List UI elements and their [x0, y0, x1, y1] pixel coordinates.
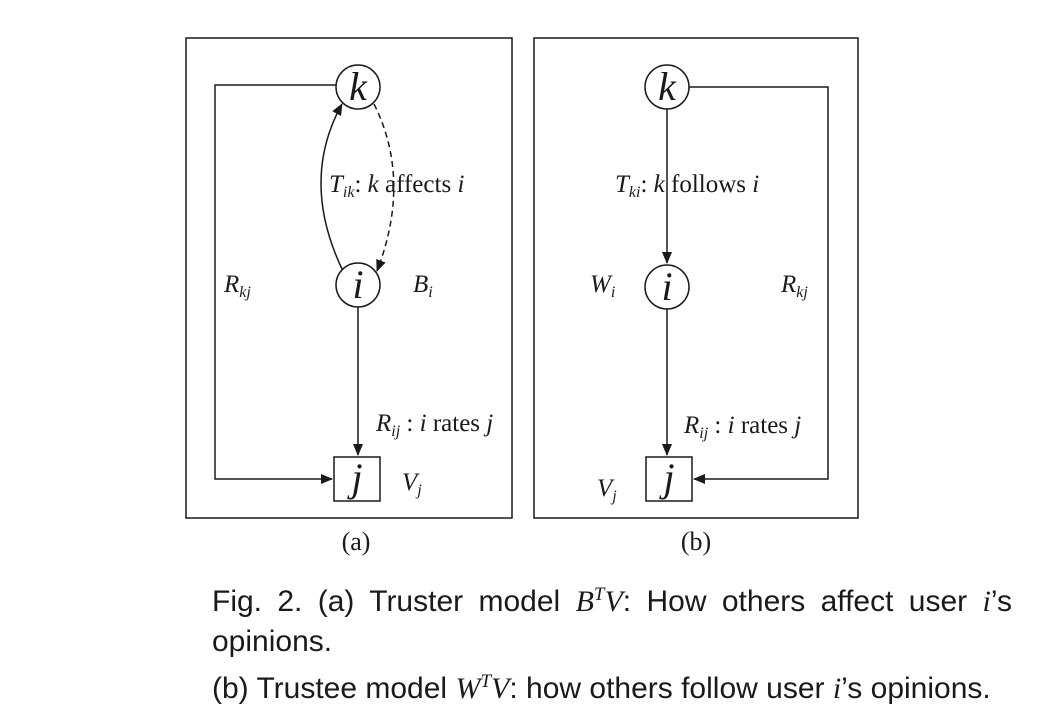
panel-a-edge-k-to-j [214, 84, 336, 484]
panel-a-node-i-side-label: Bi [413, 271, 433, 301]
panel-b: k i j Tki: k follows i Wi Rkj Rij : i ra… [533, 37, 859, 556]
panel-b-node-j-label: j [658, 455, 674, 500]
caption-line2-prefix: (b) Trustee model [212, 672, 456, 705]
panel-a-node-k-label: k [349, 64, 368, 109]
panel-b-node-j-side-label: Vj [597, 475, 617, 505]
panel-b-node-i-label: i [661, 264, 672, 309]
panel-b-edge-top-label: Tki: k follows i [615, 171, 759, 201]
panel-a-frame [185, 37, 513, 519]
panel-a-node-j [333, 456, 381, 502]
caption-line1-math-i: i [982, 585, 991, 618]
panel-b-node-j [645, 456, 693, 502]
caption-line-2: (b) Trustee model WTV: how others follow… [212, 662, 1012, 709]
figure-caption: Fig. 2. (a) Truster model BTV: How other… [212, 575, 1012, 709]
panel-b-node-i-side-label: Wi [590, 271, 615, 301]
caption-line1-end: ’s opinions. [212, 585, 1012, 658]
caption-line1-text: : How others affect user [622, 585, 983, 618]
trust-model-diagram: k i j Tik: k affects i Rkj Bi Rij : i ra… [185, 37, 859, 556]
panel-a-node-j-side-label: Vj [402, 469, 422, 499]
panel-a-node-k [335, 64, 381, 110]
caption-line-1: Fig. 2. (a) Truster model BTV: How other… [212, 575, 1012, 662]
panel-a: k i j Tik: k affects i Rkj Bi Rij : i ra… [185, 37, 513, 556]
panel-b-right-edge-label: Rkj [780, 271, 808, 301]
panel-a-caption-label: (a) [342, 527, 371, 556]
panel-b-node-k-label: k [658, 64, 677, 109]
panel-a-edge-top-label: Tik: k affects i [329, 171, 464, 201]
panel-b-caption-label: (b) [681, 527, 711, 556]
caption-line2-math-i: i [832, 672, 842, 705]
panel-a-node-i-label: i [352, 262, 363, 307]
panel-a-edge-k-to-i-dashed [373, 103, 395, 272]
caption-line2-text: : how others follow user [509, 672, 833, 705]
panel-a-edge-bottom-label: Rij : i rates j [375, 410, 493, 440]
caption-line1-prefix: Fig. 2. (a) Truster model [212, 585, 576, 618]
panel-b-edge-k-to-j [689, 86, 829, 484]
panel-a-left-edge-label: Rkj [223, 271, 251, 301]
caption-line2-math: WTV [455, 671, 510, 705]
panel-a-edge-i-to-k-solid [320, 103, 343, 270]
panel-b-edge-bottom-label: Rij : i rates j [683, 412, 801, 442]
panel-b-frame [533, 37, 859, 519]
caption-line2-end: ’s opinions. [841, 672, 991, 705]
panel-a-node-j-label: j [346, 455, 362, 500]
caption-line1-math: BTV [575, 584, 623, 618]
